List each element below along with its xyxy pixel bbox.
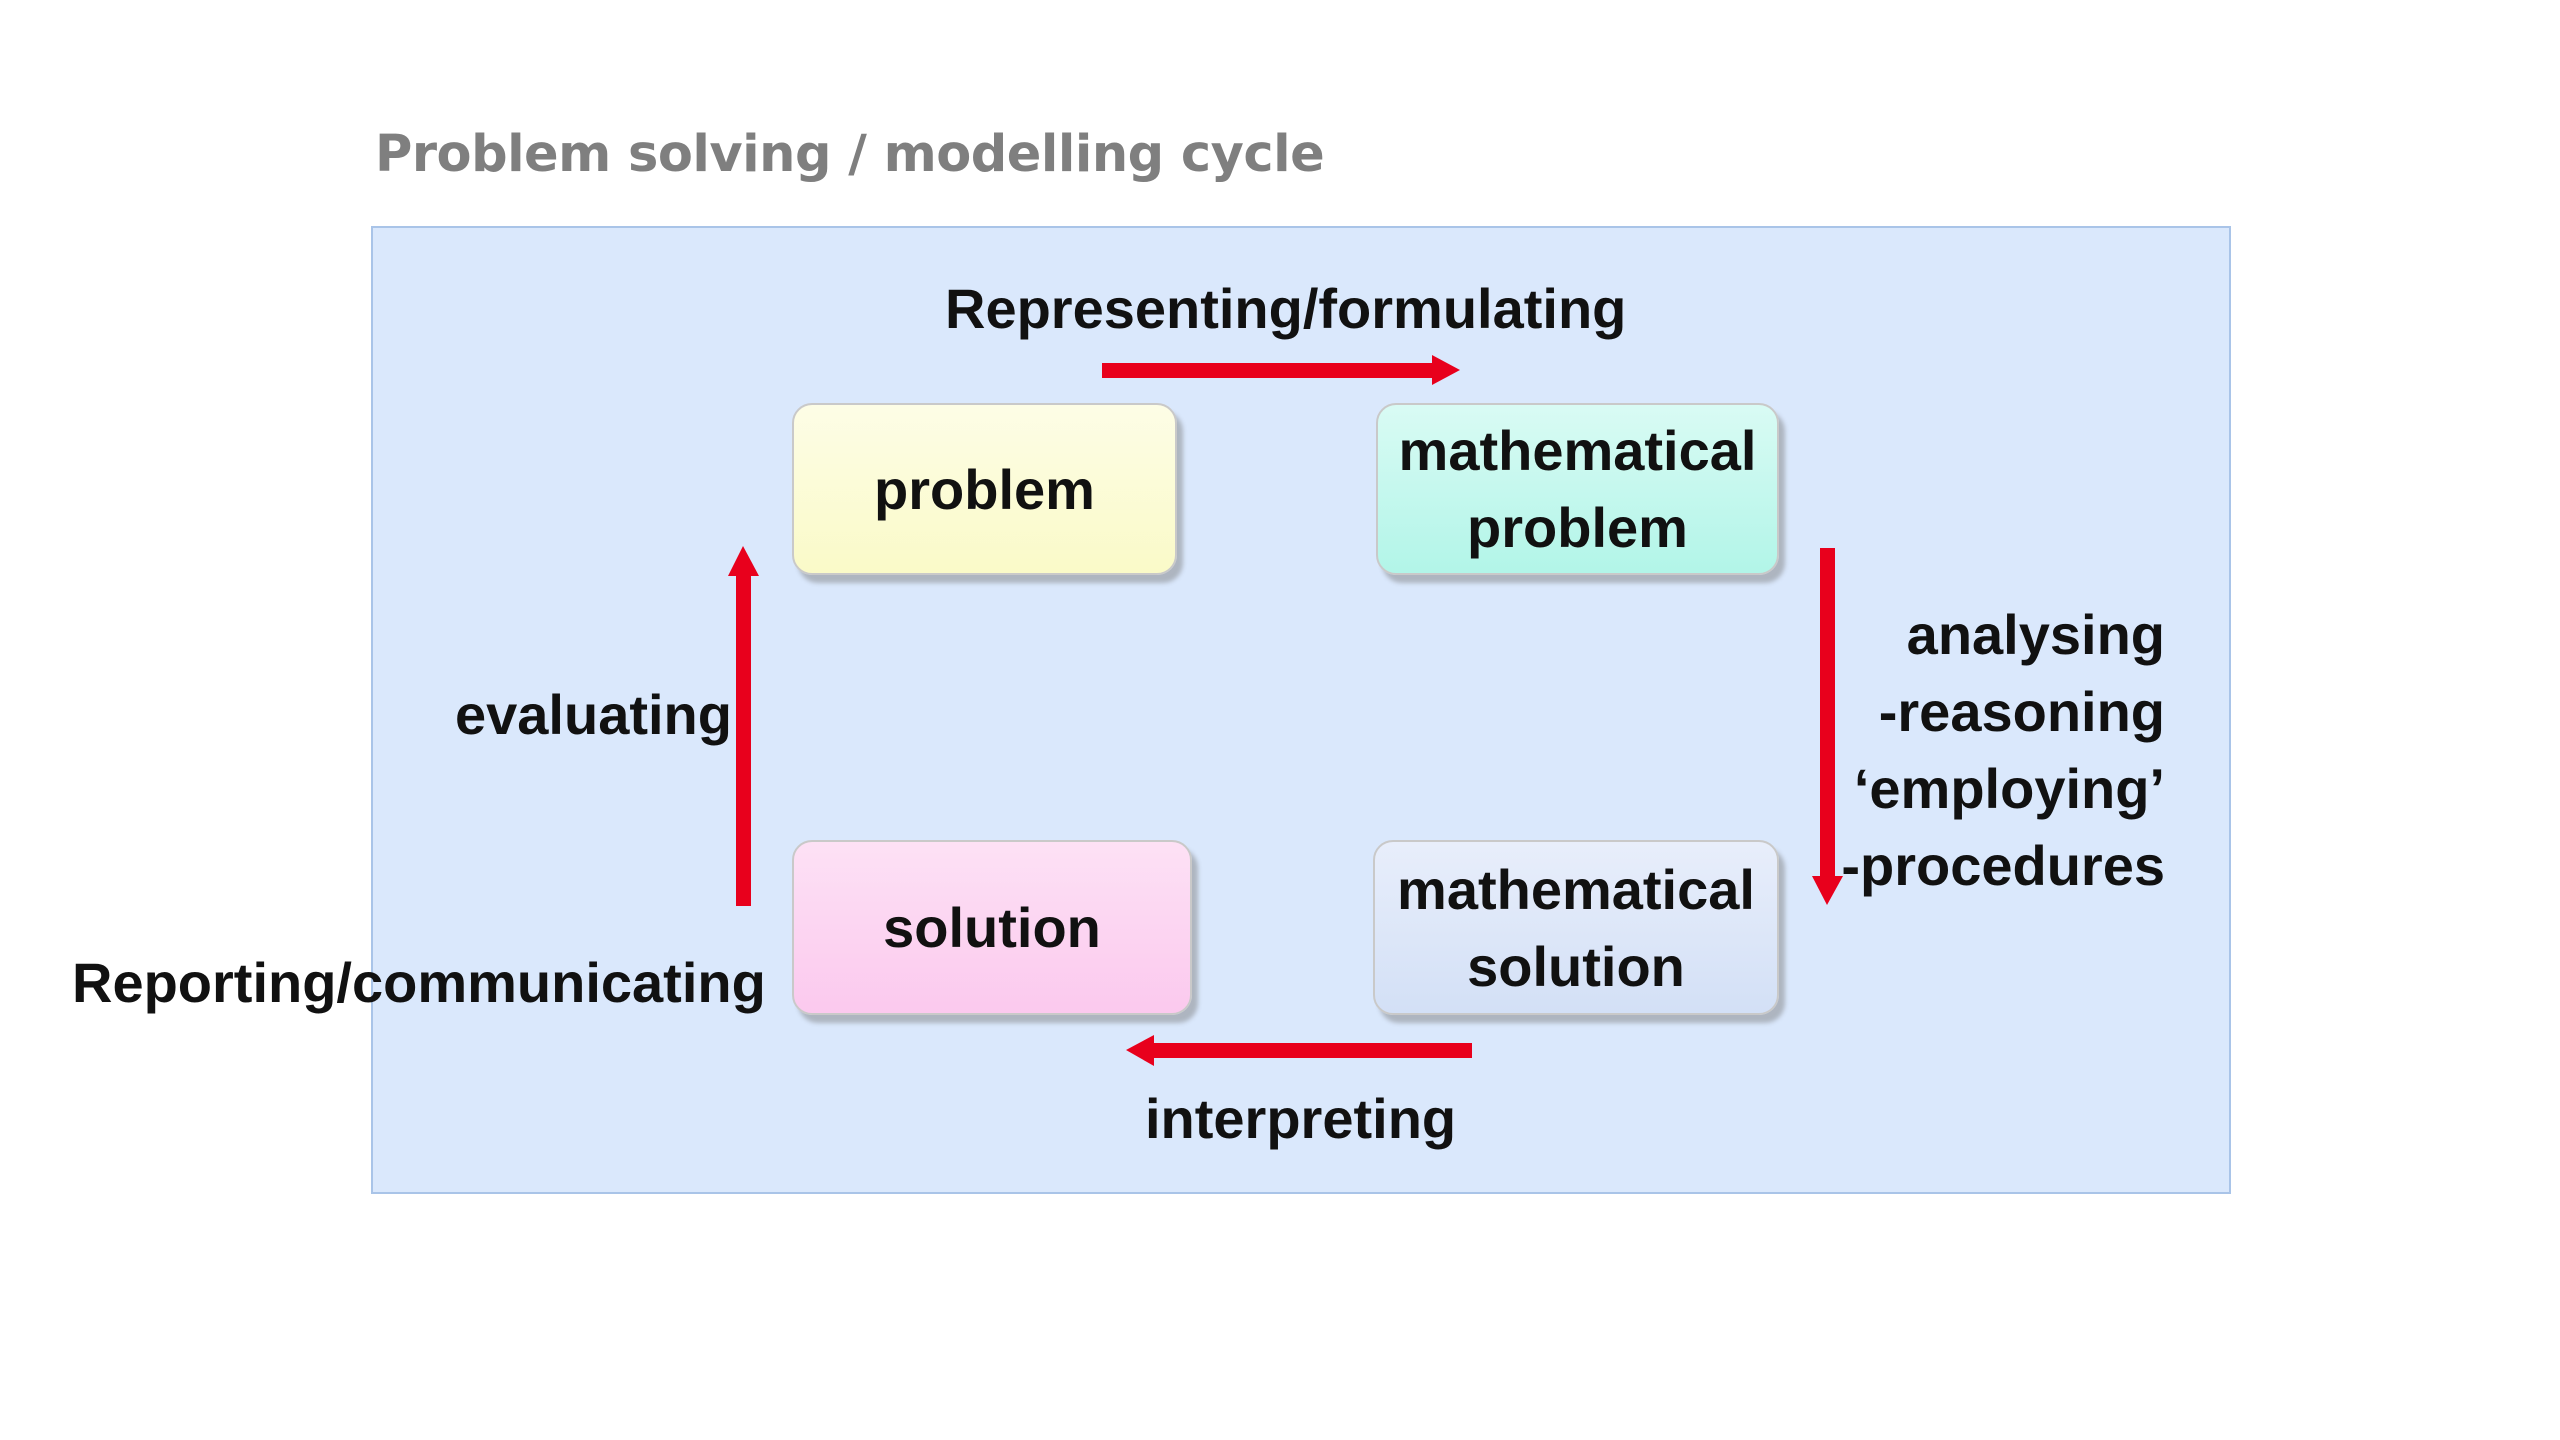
label-analysing-line-2: -reasoning: [1878, 680, 2165, 743]
label-analysing-reasoning: analysing -reasoning ‘employing’ -proced…: [1820, 596, 2165, 904]
node-mathematical-solution: mathematical solution: [1373, 840, 1779, 1015]
node-problem-line: problem: [874, 457, 1095, 521]
slide-title: Problem solving / modelling cycle: [375, 125, 1325, 184]
label-analysing-line-1: analysing: [1906, 603, 2165, 666]
node-solution: solution: [792, 840, 1192, 1015]
node-mathematical-solution-line-1: mathematical: [1397, 857, 1755, 921]
label-representing-formulating: Representing/formulating: [945, 277, 1627, 340]
label-evaluating: evaluating: [455, 683, 732, 746]
label-analysing-line-3: ‘employing’: [1853, 757, 2165, 820]
node-mathematical-solution-line-2: solution: [1467, 934, 1685, 998]
node-solution-line: solution: [883, 896, 1101, 959]
label-analysing-line-4: -procedures: [1841, 834, 2165, 897]
label-interpreting: interpreting: [1145, 1087, 1457, 1150]
node-mathematical-problem-line-2: problem: [1467, 496, 1688, 559]
node-mathematical-problem-line-1: mathematical: [1398, 419, 1757, 482]
label-reporting-communicating: Reporting/communicating: [72, 951, 766, 1014]
node-mathematical-problem: mathematical problem: [1376, 403, 1779, 575]
diagram-panel: [371, 226, 2231, 1194]
node-problem: problem: [792, 403, 1177, 575]
